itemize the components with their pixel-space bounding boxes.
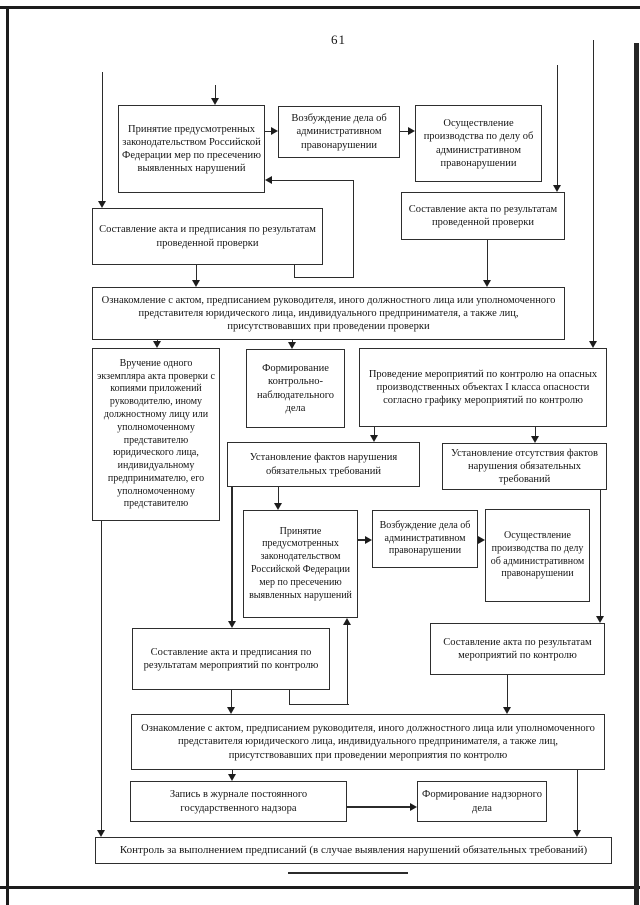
flow-node-no-violations-found: Установление отсутствия фактов нарушения… xyxy=(442,443,607,490)
edge-e1-f1 xyxy=(277,487,279,504)
flow-node-label: Возбуждение дела об административном пра… xyxy=(379,519,471,557)
edge-e2-g2 xyxy=(599,490,601,617)
edge-f1-f2-arrowhead xyxy=(365,535,372,544)
edge-h1-i1-arrowhead xyxy=(228,774,236,781)
flow-node-label: Контроль за выполнением предписаний (в с… xyxy=(119,843,588,856)
edge-b1-a1-seg3 xyxy=(352,180,354,278)
edge-offpage-a1 xyxy=(214,85,216,99)
flow-node-taking-measures-1: Принятие предусмотренных законодательств… xyxy=(118,105,265,193)
flow-node-taking-measures-2: Принятие предусмотренных законодательств… xyxy=(243,510,358,618)
edge-offpage-b2-arrowhead xyxy=(553,185,561,192)
edge-h1-j1 xyxy=(576,770,578,831)
edge-g1-f1-seg1 xyxy=(288,690,290,705)
edge-a2-a3-arrowhead xyxy=(408,127,415,135)
edge-c1-d2-arrowhead xyxy=(288,342,296,349)
edge-f1-f2 xyxy=(358,539,366,541)
edge-d3-e1-arrowhead xyxy=(370,435,378,442)
flow-node-act-and-order-control: Составление акта и предписания по резуль… xyxy=(132,628,330,690)
flow-node-admin-proceedings-1: Осуществление производства по делу об ад… xyxy=(415,105,542,182)
edge-d1-j1-arrowhead xyxy=(97,830,105,837)
page-border-left xyxy=(6,6,9,905)
edge-g2-h1 xyxy=(506,675,508,708)
flow-node-label: Установление фактов нарушения обязательн… xyxy=(249,452,398,477)
flow-node-order-compliance-control: Контроль за выполнением предписаний (в с… xyxy=(95,837,612,864)
flow-node-control-measures-class1: Проведение мероприятий по контролю на оп… xyxy=(359,348,607,427)
edge-a2-a3 xyxy=(400,130,408,132)
edge-offpage-b1 xyxy=(101,72,103,202)
flow-node-admin-proceedings-2: Осуществление производства по делу об ад… xyxy=(485,509,590,602)
edge-b1-a1-seg1 xyxy=(293,265,295,278)
flow-node-initiate-admin-case-1: Возбуждение дела об административном пра… xyxy=(278,106,400,158)
page-border-bottom xyxy=(0,886,640,889)
flow-node-act-control-results: Составление акта по результатам мероприя… xyxy=(430,623,605,675)
edge-d3-e2-arrowhead xyxy=(531,436,539,443)
edge-e1-g1-arrowhead xyxy=(227,621,236,628)
edge-d1-j1 xyxy=(100,521,102,831)
edge-b1-a1-seg4 xyxy=(272,179,354,181)
edge-d3-e1 xyxy=(373,427,375,436)
flow-node-label: Формирование надзорного дела xyxy=(422,789,542,814)
edge-b1-a1-seg2 xyxy=(293,276,354,278)
flow-node-act-inspection-results: Составление акта по результатам проведен… xyxy=(401,192,565,240)
flow-node-label: Принятие предусмотренных законодательств… xyxy=(122,123,261,175)
edge-e1-g1 xyxy=(231,487,233,622)
flow-node-supervision-file: Формирование надзорного дела xyxy=(417,781,547,822)
edge-g1-f1-arrowhead xyxy=(343,618,351,625)
edge-offpage-d3-arrowhead xyxy=(589,341,597,348)
flow-node-label: Принятие предусмотренных законодательств… xyxy=(249,525,352,601)
flow-node-handing-act-copy: Вручение одного экземпляра акта проверки… xyxy=(92,348,220,521)
flow-node-label: Осуществление производства по делу об ад… xyxy=(423,118,534,169)
flow-node-initiate-admin-case-2: Возбуждение дела об административном пра… xyxy=(372,510,478,568)
edge-g1-h1 xyxy=(230,690,232,708)
edge-a1-a2 xyxy=(265,130,272,132)
flow-node-label: Формирование контрольно-наблюдательного … xyxy=(256,363,335,414)
edge-d3-e2 xyxy=(534,427,536,437)
flow-node-act-and-order-inspection: Составление акта и предписания по резуль… xyxy=(92,208,323,265)
edge-g1-h1-arrowhead xyxy=(227,707,235,714)
edge-a1-a2-arrowhead xyxy=(271,127,278,135)
edge-i1-i2-arrowhead xyxy=(410,802,417,811)
page-border-top xyxy=(0,6,640,9)
edge-offpage-d3 xyxy=(592,40,594,342)
flow-node-label: Вручение одного экземпляра акта проверки… xyxy=(97,357,215,510)
edge-offpage-b2 xyxy=(556,65,558,186)
flow-node-label: Ознакомление с актом, предписанием руков… xyxy=(141,723,595,761)
flow-node-label: Проведение мероприятий по контролю на оп… xyxy=(368,368,598,406)
edge-b2-c1-arrowhead xyxy=(483,280,491,287)
edge-h1-i1 xyxy=(231,770,233,775)
flow-node-label: Запись в журнале постоянного государстве… xyxy=(169,789,308,814)
edge-c1-d1-arrowhead xyxy=(153,341,161,348)
footer-rule xyxy=(288,872,408,874)
edge-e2-g2-arrowhead xyxy=(596,616,604,623)
edge-e1-f1-arrowhead xyxy=(274,503,282,510)
page-number: 61 xyxy=(331,32,346,47)
flow-node-violations-found: Установление фактов нарушения обязательн… xyxy=(227,442,420,487)
edge-i1-i2 xyxy=(347,806,411,808)
flow-node-familiarization-control: Ознакомление с актом, предписанием руков… xyxy=(131,714,605,770)
edge-b2-c1 xyxy=(486,240,488,281)
edge-offpage-a1-arrowhead xyxy=(211,98,219,105)
flow-node-control-observation-file: Формирование контрольно-наблюдательного … xyxy=(246,349,345,428)
edge-g1-f1-seg2 xyxy=(288,703,349,705)
edge-c1-d2 xyxy=(291,340,293,343)
edge-b1-a1-arrowhead xyxy=(265,176,272,184)
edge-offpage-b1-arrowhead xyxy=(98,201,106,208)
edge-b1-c1-arrowhead xyxy=(192,280,200,287)
flow-node-label: Составление акта по результатам проведен… xyxy=(408,203,558,228)
flow-node-label: Ознакомление с актом, предписанием руков… xyxy=(101,294,556,332)
flow-node-label: Составление акта и предписания по резуль… xyxy=(143,646,319,671)
edge-g1-f1-seg3 xyxy=(346,624,348,705)
flow-node-label: Составление акта по результатам мероприя… xyxy=(443,636,592,661)
flow-node-label: Составление акта и предписания по резуль… xyxy=(99,224,316,249)
flow-node-label: Установление отсутствия фактов нарушения… xyxy=(450,447,598,485)
edge-b1-c1 xyxy=(195,265,197,281)
page-border-right xyxy=(634,43,639,905)
flow-node-journal-entry: Запись в журнале постоянного государстве… xyxy=(130,781,347,822)
edge-f2-f3-arrowhead xyxy=(478,535,485,544)
flow-node-label: Возбуждение дела об административном пра… xyxy=(291,113,387,151)
edge-g2-h1-arrowhead xyxy=(503,707,511,714)
flow-node-familiarization-inspection: Ознакомление с актом, предписанием руков… xyxy=(92,287,565,340)
edge-h1-j1-arrowhead xyxy=(573,830,581,837)
flow-node-label: Осуществление производства по делу об ад… xyxy=(490,529,585,580)
